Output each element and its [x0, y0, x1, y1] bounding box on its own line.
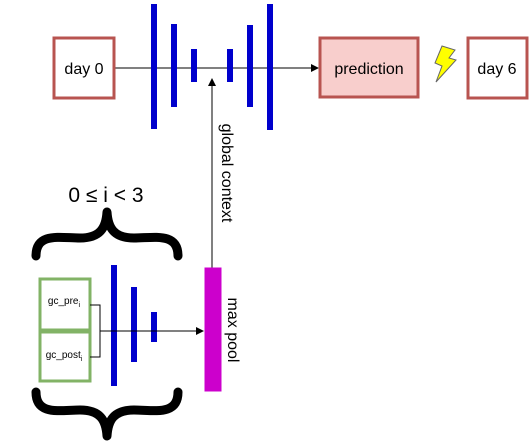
loop-condition-label: 0 ≤ i < 3 — [68, 184, 143, 207]
prediction-node: prediction — [318, 36, 420, 99]
gc-pre-subscript: i — [79, 302, 81, 309]
gc-post-label: gc_post — [46, 350, 81, 361]
top-network-bars — [151, 4, 273, 130]
gc-pre-label: gc_pre — [48, 296, 79, 307]
top-bar-6 — [267, 4, 273, 130]
top-bar-1 — [151, 4, 157, 129]
prediction-label: prediction — [334, 61, 403, 78]
top-curly-brace — [31, 207, 183, 261]
bottom-network-bars — [111, 265, 157, 386]
svg-text:gc_posti: gc_posti — [46, 350, 83, 363]
bottom-bar-2 — [131, 287, 137, 362]
top-bar-4 — [227, 49, 233, 82]
max-pool-label: max pool — [224, 298, 241, 363]
top-bar-3 — [191, 49, 197, 82]
top-bar-5 — [247, 25, 253, 107]
global-context-label: global context — [218, 124, 235, 223]
day0-node: day 0 — [52, 36, 116, 100]
bottom-bar-3 — [151, 312, 157, 342]
max-pool-node: max pool — [204, 267, 241, 392]
day0-label: day 0 — [64, 61, 103, 78]
svg-text:gc_prei: gc_prei — [48, 296, 81, 309]
day6-node: day 6 — [466, 36, 529, 100]
gc-pre-node: gc_prei — [38, 277, 92, 332]
gc-post-subscript: i — [81, 356, 83, 363]
day6-label: day 6 — [477, 61, 516, 78]
lightning-icon — [434, 45, 457, 83]
bottom-bar-1 — [111, 265, 117, 386]
gc-post-node: gc_posti — [38, 330, 92, 383]
top-bar-2 — [171, 24, 177, 107]
bottom-curly-brace — [31, 387, 183, 441]
